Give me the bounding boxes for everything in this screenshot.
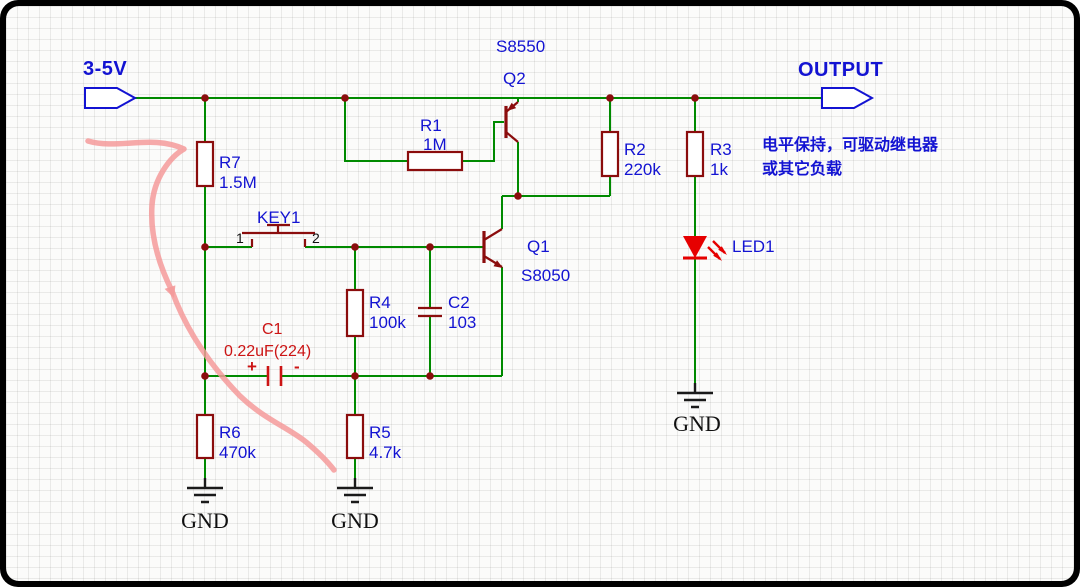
capacitor-c2: C2 103 (418, 293, 476, 332)
junction-dot (351, 243, 359, 251)
note-text: 电平保持，可驱动继电器 或其它负载 (762, 135, 939, 178)
ground-right-label: GND (673, 411, 721, 436)
r3-value-label: 1k (710, 160, 728, 179)
r5-value-label: 4.7k (369, 443, 402, 462)
junction-dot (691, 94, 699, 102)
schematic-grid-canvas (6, 6, 1074, 581)
handdrawn-stroke (85, 138, 337, 473)
resistor-r2-body (600, 130, 620, 178)
ground-left-symbol (187, 478, 223, 504)
push-button-key1: KEY1 1 2 (236, 208, 320, 247)
r6-value-label: 470k (219, 443, 256, 462)
c1-minus-label: - (294, 357, 300, 376)
r5-ref-label: R5 (369, 423, 391, 442)
led1-ref-label: LED1 (732, 237, 775, 256)
ground-middle-label: GND (331, 508, 379, 533)
q2-collector-lead (505, 131, 519, 143)
r7-ref-label: R7 (219, 153, 241, 172)
junction-dot (606, 94, 614, 102)
output-flag-shape (821, 87, 875, 109)
junction-dot (426, 243, 434, 251)
junction-dot (201, 372, 209, 380)
resistor-r6-body (195, 413, 215, 460)
q2-pnp-arrow (507, 102, 517, 111)
junction-dot (341, 94, 349, 102)
junction-dot (201, 94, 209, 102)
resistor-r1-body (406, 150, 464, 172)
key1-ref-label: KEY1 (257, 208, 300, 227)
key1-actuator (267, 223, 290, 233)
ground-left-label: GND (181, 508, 229, 533)
ground-middle-symbol (337, 478, 373, 504)
r4-ref-label: R4 (369, 293, 391, 312)
power-flag-shape (84, 87, 138, 109)
junction-dot (426, 372, 434, 380)
resistor-r4: R4 100k (345, 288, 406, 338)
junction-dot (351, 372, 359, 380)
handdrawn-annotation (85, 138, 337, 473)
junction-dot (201, 243, 209, 251)
wires (135, 97, 822, 478)
c2-ref-label: C2 (448, 293, 470, 312)
capacitor-c1: C1 0.22uF(224) + - (224, 321, 311, 386)
resistor-r6: R6 470k (195, 413, 256, 462)
ground-right-symbol (677, 383, 713, 409)
led1-arrowhead-2 (718, 246, 727, 255)
transistor-q1: Q1 S8050 (482, 228, 570, 285)
resistor-r7-body (195, 140, 215, 188)
r6-ref-label: R6 (219, 423, 241, 442)
power-flag-label: 3-5V (83, 58, 127, 80)
key1-pin2-label: 2 (312, 230, 320, 246)
resistor-r3-body (685, 130, 705, 178)
r1-value-label: 1M (423, 135, 447, 154)
transistor-q2: S8550 Q2 (496, 37, 545, 143)
ground-right: GND (673, 383, 721, 436)
handdrawn-arrowhead (164, 285, 176, 298)
c1-plus-label: + (247, 357, 257, 376)
c2-value-label: 103 (448, 313, 476, 332)
r2-ref-label: R2 (624, 140, 646, 159)
junction-dot (514, 192, 522, 200)
key1-contact-stubs (250, 239, 307, 247)
q1-part-label: S8050 (521, 266, 570, 285)
q1-collector-lead (483, 228, 503, 241)
resistor-r4-body (345, 288, 365, 338)
resistor-r5-body (345, 413, 365, 460)
note-line-2: 或其它负载 (762, 159, 842, 178)
key1-pin1-label: 1 (236, 230, 244, 246)
r2-value-label: 220k (624, 160, 661, 179)
led1-arrowhead-1 (713, 252, 722, 261)
led1-triangle (683, 236, 707, 258)
ground-middle: GND (331, 478, 379, 533)
q1-ref-label: Q1 (527, 237, 550, 256)
wire-r1-left (344, 98, 408, 162)
r7-value-label: 1.5M (219, 173, 257, 192)
r3-ref-label: R3 (710, 140, 732, 159)
q2-ref-label: Q2 (503, 69, 526, 88)
led-led1: LED1 (683, 236, 775, 261)
q2-part-label: S8550 (496, 37, 545, 56)
resistor-r2: R2 220k (600, 130, 661, 179)
note-line-1: 电平保持，可驱动继电器 (762, 135, 939, 154)
r4-value-label: 100k (369, 313, 406, 332)
resistor-r7: R7 1.5M (195, 140, 257, 192)
c1-plates (266, 366, 283, 386)
output-flag-label: OUTPUT (798, 59, 883, 81)
q1-npn-arrow (493, 260, 503, 268)
resistor-r5: R5 4.7k (345, 413, 402, 462)
c2-plates (418, 306, 442, 318)
resistor-r3: R3 1k (685, 130, 732, 179)
c1-value-label: 0.22uF(224) (224, 343, 311, 360)
resistor-r1: R1 1M (406, 116, 464, 172)
wire-r1-right-to-q2-base (462, 121, 504, 162)
output-flag: OUTPUT (798, 59, 883, 109)
r1-ref-label: R1 (420, 116, 442, 135)
c1-ref-label: C1 (262, 321, 283, 338)
power-flag: 3-5V (83, 58, 138, 109)
ground-left: GND (181, 478, 229, 533)
junction-dots (201, 94, 699, 380)
